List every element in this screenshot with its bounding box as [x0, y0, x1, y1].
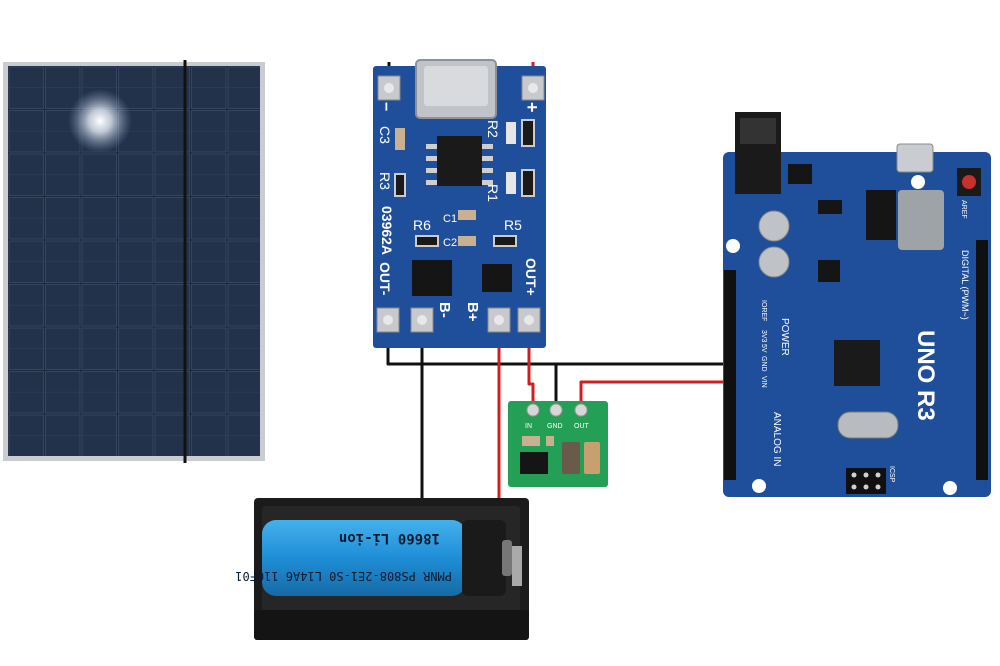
label-r1: R1 [485, 184, 501, 202]
battery: 18660 Li-ion PMNR PS808-2E1-S0 L14A6 110… [235, 520, 512, 596]
label-board: UNO R3 [912, 330, 939, 421]
wire-out-plus-to-booster [527, 320, 535, 406]
pin-top-plus: + [522, 102, 542, 113]
label-gnd: GND [760, 356, 767, 372]
charger-ic [437, 136, 482, 186]
solar-panel [3, 62, 265, 461]
boost-pin-gnd: GND [547, 423, 563, 430]
label-ioref: IOREF [760, 300, 767, 321]
label-r6: R6 [413, 217, 431, 233]
inductor [562, 442, 580, 474]
label-r2: R2 [485, 120, 501, 138]
label-r3: R3 [377, 172, 393, 190]
label-power: POWER [779, 318, 790, 356]
atmega-chip [834, 340, 880, 386]
label-5v: 5V [760, 344, 767, 353]
protection-ic [412, 260, 452, 296]
label-r5: R5 [504, 217, 522, 233]
label-analog: ANALOG IN [771, 412, 782, 466]
label-aref: AREF [960, 200, 967, 219]
charger-module: − + C3 R3 R2 R1 R6 C1 C2 R5 03962A OUT [373, 59, 546, 348]
usb-connector [896, 143, 934, 173]
pin-top-minus: − [377, 102, 394, 111]
header-power [724, 270, 736, 480]
wire-booster-to-arduino [579, 380, 727, 406]
label-b-plus: B+ [464, 302, 481, 322]
boost-pin-out: OUT [574, 423, 590, 430]
sun-glare [68, 89, 132, 153]
battery-label-line1: 18660 Li-ion [339, 530, 440, 546]
boost-pin-in: IN [525, 423, 532, 430]
label-vin: VIN [760, 376, 767, 388]
crystal [837, 411, 899, 439]
label-out-plus: OUT+ [523, 258, 539, 296]
label-3v3: 3V3 [760, 330, 767, 343]
battery-label-line2: PMNR PS808-2E1-S0 L14A6 110F01 [235, 569, 452, 583]
label-b-minus: B- [436, 302, 453, 318]
label-digital: DIGITAL (PWM~) [960, 250, 970, 320]
label-icsp: ICSP [888, 466, 895, 483]
arduino-uno: UNO R3 POWER ANALOG IN DIGITAL (PWM~) IO… [723, 112, 991, 497]
header-icsp [846, 468, 886, 494]
boost-module: IN GND OUT [508, 401, 608, 487]
bottom-pads [376, 307, 541, 333]
label-c2: C2 [443, 237, 457, 249]
label-c1: C1 [443, 213, 457, 225]
label-c3: C3 [377, 126, 393, 144]
boost-ic [520, 452, 548, 474]
label-out-minus: OUT- [377, 262, 393, 296]
holder-spring [512, 546, 522, 586]
label-code: 03962A [379, 206, 395, 255]
header-digital [976, 240, 988, 480]
